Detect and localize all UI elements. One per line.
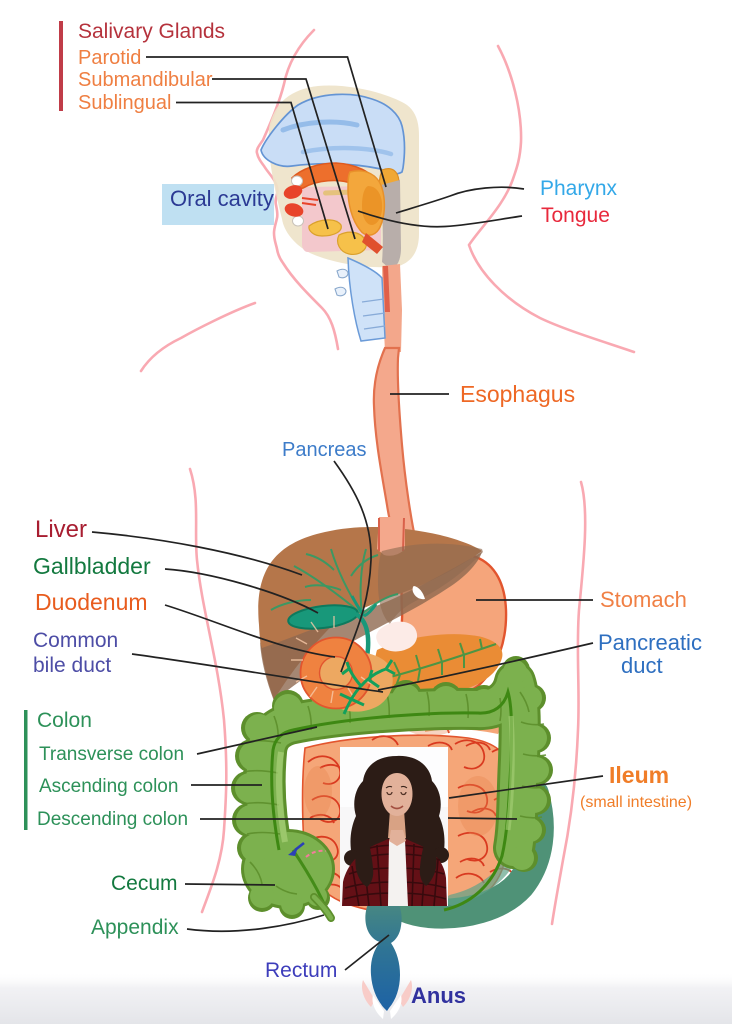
svg-text:(small intestine): (small intestine) bbox=[580, 794, 692, 811]
svg-text:Colon: Colon bbox=[37, 709, 92, 732]
svg-text:Liver: Liver bbox=[35, 516, 87, 543]
svg-text:Tongue: Tongue bbox=[541, 204, 610, 227]
svg-text:Ascending colon: Ascending colon bbox=[39, 776, 178, 797]
svg-text:Transverse colon: Transverse colon bbox=[39, 744, 184, 765]
svg-text:Common: Common bbox=[33, 629, 118, 652]
svg-text:duct: duct bbox=[621, 653, 663, 678]
svg-text:Appendix: Appendix bbox=[91, 916, 179, 939]
svg-text:Oral cavity: Oral cavity bbox=[170, 186, 274, 211]
svg-text:Sublingual: Sublingual bbox=[78, 92, 171, 114]
svg-text:Pancreatic: Pancreatic bbox=[598, 630, 702, 655]
svg-text:Stomach: Stomach bbox=[600, 587, 687, 612]
svg-text:Ileum: Ileum bbox=[609, 762, 669, 788]
svg-text:bile duct: bile duct bbox=[33, 654, 111, 677]
svg-text:Pancreas: Pancreas bbox=[282, 439, 367, 461]
svg-text:Cecum: Cecum bbox=[111, 872, 178, 895]
svg-text:Salivary Glands: Salivary Glands bbox=[78, 20, 225, 43]
svg-text:Duodenum: Duodenum bbox=[35, 589, 148, 615]
svg-text:Parotid: Parotid bbox=[78, 47, 141, 69]
svg-text:Gallbladder: Gallbladder bbox=[33, 553, 151, 579]
svg-text:Descending colon: Descending colon bbox=[37, 809, 188, 830]
svg-text:Anus: Anus bbox=[411, 983, 466, 1008]
svg-text:Esophagus: Esophagus bbox=[460, 381, 575, 407]
svg-text:Submandibular: Submandibular bbox=[78, 69, 213, 91]
svg-text:Pharynx: Pharynx bbox=[540, 177, 618, 200]
svg-text:Rectum: Rectum bbox=[265, 959, 337, 982]
